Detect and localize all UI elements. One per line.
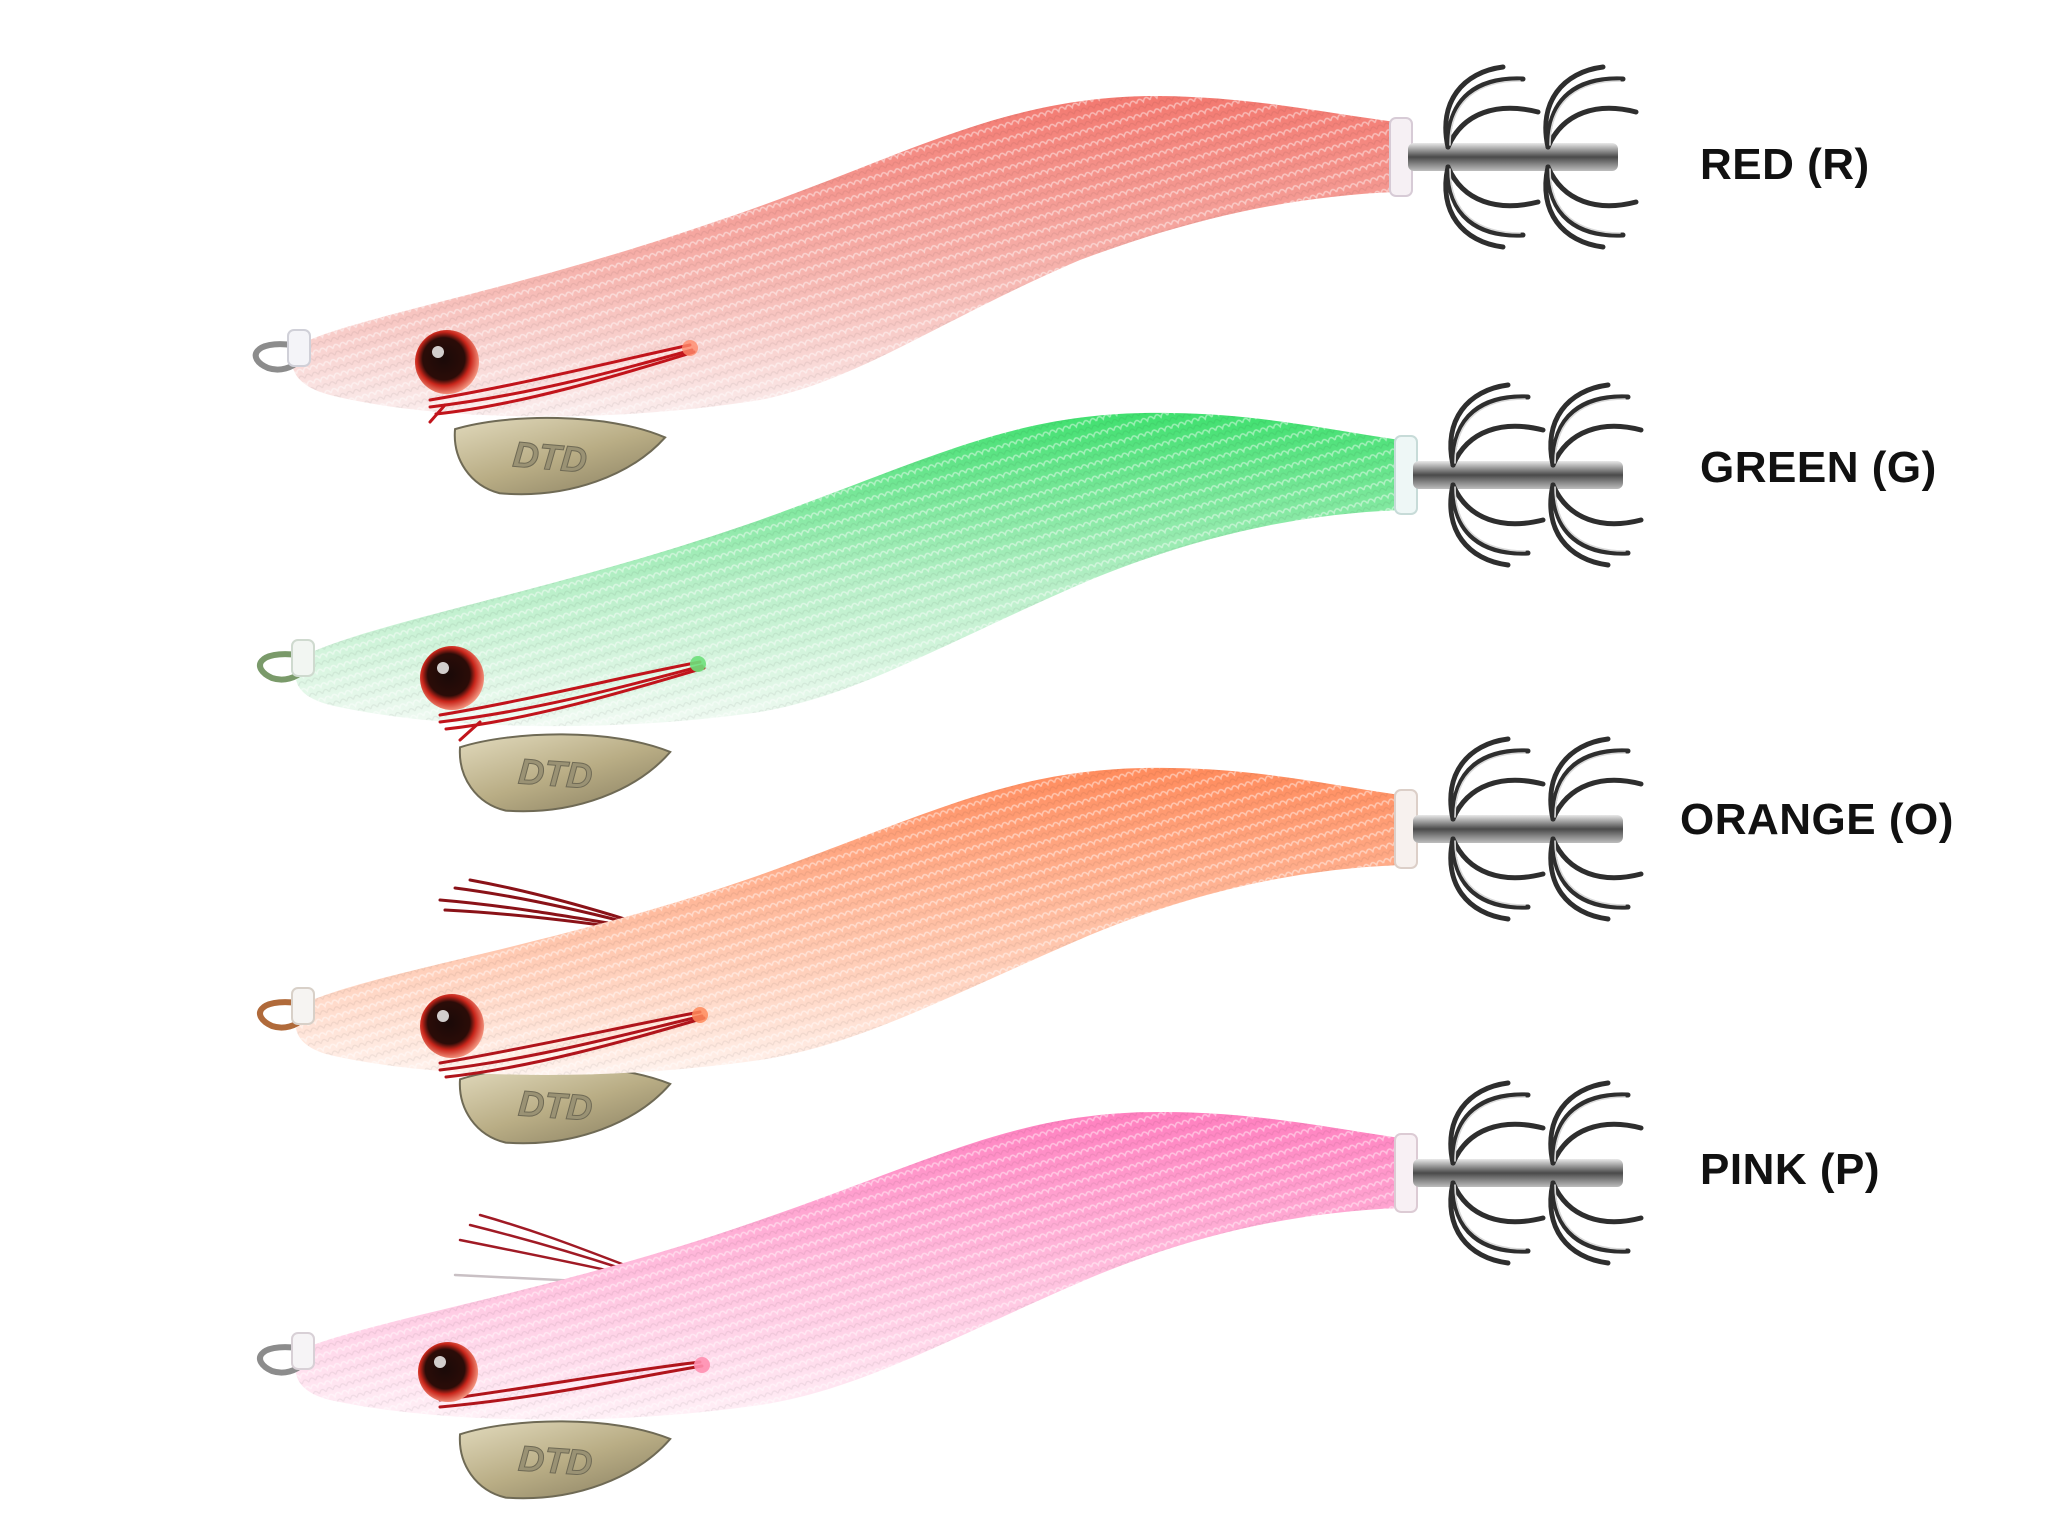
lure-red: DTD [252, 67, 1636, 509]
brand-mark: DTD [517, 750, 594, 796]
hook-cluster [1413, 385, 1641, 565]
lure-orange: DTD [257, 739, 1641, 1155]
feather [428, 343, 696, 424]
sinker-fin: DTD [454, 725, 672, 823]
eye [415, 330, 479, 394]
sinker-fin: DTD [448, 407, 668, 509]
brand-mark: DTD [511, 433, 588, 480]
hook-cluster [1413, 1083, 1641, 1263]
variant-label-red: RED (R) [1700, 140, 1870, 189]
lure-pink: DTD [257, 1083, 1641, 1510]
brand-mark: DTD [517, 1437, 594, 1483]
sinker-fin: DTD [454, 1057, 672, 1155]
dorsal-feather [453, 1213, 624, 1284]
eye [418, 1342, 478, 1402]
variant-label-orange: ORANGE (O) [1680, 795, 1954, 844]
brand-mark: DTD [517, 1082, 594, 1128]
dorsal-feather [438, 878, 630, 930]
eye [420, 994, 484, 1058]
lure-green: DTD [257, 385, 1641, 823]
feather [438, 1010, 706, 1079]
variant-label-green: GREEN (G) [1700, 443, 1937, 492]
hook-cluster [1413, 739, 1641, 919]
sinker-fin: DTD [454, 1412, 672, 1510]
variant-label-pink: PINK (P) [1700, 1145, 1880, 1194]
feather [438, 660, 706, 742]
eye [420, 646, 484, 710]
feather [438, 1360, 704, 1409]
hook-cluster [1408, 67, 1636, 247]
